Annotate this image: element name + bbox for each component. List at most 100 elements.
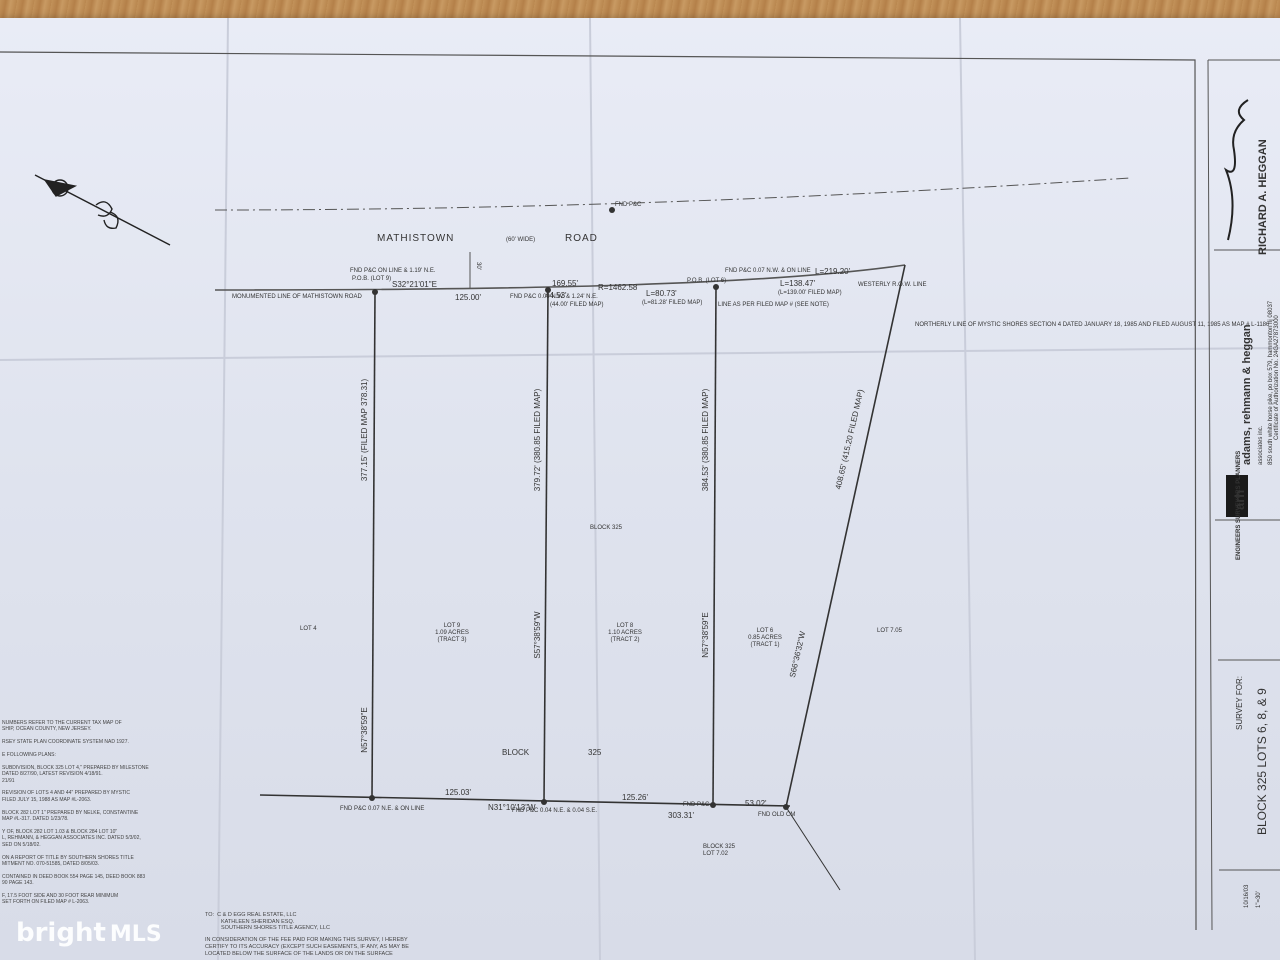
note-line: Y OF, BLOCK 282 LOT 1.03 & BLOCK 284 LOT… — [2, 828, 118, 835]
road-width-label: (60' WIDE) — [506, 237, 535, 243]
lot8-acres: 1.10 ACRES — [608, 630, 642, 636]
surveyor-name: RICHARD A. HEGGAN — [1257, 139, 1269, 255]
bearing-mid2: N57°38'59"E — [701, 612, 710, 657]
title-block — [1207, 59, 1280, 931]
to-label: TO: — [205, 912, 215, 918]
road-name-right: ROAD — [565, 233, 598, 244]
sheet-date: 10/16/03 — [1244, 884, 1250, 908]
lot6-acres: 0.85 ACRES — [748, 635, 782, 641]
arc-219: L=219.20' — [815, 267, 851, 276]
note-line: L, REHMANN, & HEGGAN ASSOCIATES INC. DAT… — [2, 835, 141, 842]
survey-notes: NUMBERS REFER TO THE CURRENT TAX MAP OF … — [2, 720, 162, 906]
note-line: SET FORTH ON FILED MAP # L-2063. — [2, 899, 90, 906]
lot6-tract: (TRACT 1) — [751, 642, 780, 648]
addressee-2: KATHLEEN SHERIDAN ESQ. — [221, 918, 295, 925]
note-line: F, 17.5 FOOT SIDE AND 30 FOOT REAR MINIM… — [2, 892, 119, 899]
note-line: ON A REPORT OF TITLE BY SOUTHERN SHORES … — [2, 854, 134, 861]
lot9-label: LOT 9 — [444, 623, 461, 629]
cert-line-3: LOCATED BELOW THE SURFACE OF THE LANDS O… — [205, 951, 393, 957]
cert-line-1: IN CONSIDERATION OF THE FEE PAID FOR MAK… — [205, 937, 408, 943]
fnd-bl-mid: FND P&C 0.04 N.E. & 0.04 S.E. — [512, 808, 597, 814]
note-line: RSEY STATE PLAN COORDINATE SYSTEM NAD 19… — [2, 739, 129, 746]
bottom-125-26: 125.26' — [622, 793, 648, 802]
monument-markers — [369, 207, 789, 810]
lot9-acres: 1.09 ACRES — [435, 630, 469, 636]
dist-169: 169.55' — [552, 279, 578, 288]
bottom-125-03: 125.03' — [445, 788, 471, 797]
block-top: BLOCK 325 — [590, 525, 623, 531]
road-name-left: MATHISTOWN — [377, 233, 454, 244]
note-line: SUBDIVISION, BLOCK 325 LOT 4," PREPARED … — [2, 764, 149, 771]
lot8-label: LOT 8 — [617, 623, 634, 629]
lot9-tract: (TRACT 3) — [438, 637, 467, 643]
fnd-top-label: FND P&C — [615, 202, 642, 208]
cert-line-2: CERTIFY TO ITS ACCURACY (EXCEPT SUCH EAS… — [205, 944, 409, 950]
pob-lot9: P.O.B. (LOT 9) — [352, 276, 391, 282]
fnd-on-line: FND P&C ON LINE & 1.19' N.E. — [350, 268, 436, 274]
signature-mark — [1223, 99, 1249, 241]
fnd-bl-left: FND P&C 0.07 N.E. & ON LINE — [340, 806, 424, 812]
parcel-boundaries — [259, 264, 906, 891]
dist-125: 125.00' — [455, 293, 481, 302]
lot6-west-dist: 384.53' (380.85 FILED MAP) — [701, 388, 710, 491]
west-side-dist: 377.15' (FILED MAP 378.31) — [360, 379, 369, 482]
block-bottom-b: 325 — [588, 748, 602, 757]
bottom-303: 303.31' — [668, 811, 694, 820]
note-line: E FOLLOWING PLANS: — [2, 752, 56, 759]
road-bearing: S32°21'01"E — [392, 280, 437, 289]
lot4-label: LOT 4 — [300, 626, 317, 632]
addressee-1: C & D EGG REAL ESTATE, LLC — [217, 912, 297, 918]
radius-label: R=1462.58 — [598, 283, 638, 292]
note-line: FILED JULY 15, 1988 AS MAP #L-2063. — [2, 796, 92, 803]
monumented-line-label: MONUMENTED LINE OF MATHISTOWN ROAD — [232, 294, 362, 300]
note-line: BLOCK 282 LOT 1" PREPARED BY NELKE, CONS… — [2, 809, 139, 816]
fnd-mid: FND P&C 0.09 N.W. & 1.24' N.E. — [510, 294, 598, 300]
row-width-label: 30' — [475, 262, 481, 270]
pob-lot6: P.O.B. (LOT 6) — [687, 278, 726, 284]
note-line: SED ON 5/18/02. — [2, 841, 41, 848]
lot9-east-dist: 379.72' (380.85 FILED MAP) — [533, 388, 542, 491]
block-bottom-a: BLOCK — [502, 748, 530, 757]
sheet-scale: 1"=30' — [1256, 891, 1262, 908]
arc-139-filed: (L=139.00' FILED MAP) — [778, 290, 842, 296]
dist-44: 44.53' — [545, 291, 567, 300]
note-line: MAP #L-317. DATED 1/23/78. — [2, 816, 69, 823]
bearing-east: S66°36'32"W — [788, 630, 807, 678]
note-line: 21/91 — [2, 777, 15, 784]
arh-logo-block — [1226, 475, 1248, 517]
lot8-tract: (TRACT 2) — [611, 637, 640, 643]
note-line: 90 PAGE 143. — [2, 880, 34, 887]
watermark-brand: bright — [16, 918, 106, 948]
lot702-block: BLOCK 325 — [703, 844, 736, 850]
road-lines — [214, 177, 1131, 291]
certification-text: IN CONSIDERATION OF THE FEE PAID FOR MAK… — [205, 937, 505, 958]
watermark-suffix: MLS — [109, 922, 162, 947]
arh-logo: arh — [1232, 490, 1247, 510]
lot702-lot: LOT 7.02 — [703, 851, 729, 857]
westerly-row: WESTERLY R.O.W. LINE — [858, 282, 926, 288]
bottom-bearing: N31°10'13"W — [488, 803, 536, 812]
note-line: REVISION OF LOTS 4 AND 44" PREPARED BY M… — [2, 790, 131, 797]
bearing-west: N57°38'59"E — [360, 707, 369, 752]
addressee-block: TO: C & D EGG REAL ESTATE, LLC KATHLEEN … — [205, 912, 405, 932]
fnd-bl-right: FND P&C — [683, 802, 710, 808]
bright-mls-watermark: bright MLS — [16, 918, 162, 948]
bottom-53: 53.02' — [745, 799, 767, 808]
fnd-right: FND P&C 0.07 N.W. & ON LINE — [725, 268, 811, 274]
arc-81-filed: (L=81.28' FILED MAP) — [642, 300, 702, 306]
paper-folds — [0, 17, 1280, 960]
note-line: NUMBERS REFER TO THE CURRENT TAX MAP OF — [2, 720, 122, 726]
note-line: DATED 8/27/90, LATEST REVISION 4/18/91. — [2, 771, 103, 778]
firm-name: adams, rehmann & heggan — [1241, 324, 1253, 465]
note-line: MITMENT NO. 070-51585, DATED 8/05/03. — [2, 860, 100, 867]
addressee-3: SOUTHERN SHORES TITLE AGENCY, LLC — [221, 925, 330, 931]
lot705-label: LOT 7.05 — [877, 628, 903, 634]
arc-138: L=138.47' — [780, 279, 816, 288]
disciplines: ENGINEERS SURVEYORS PLANNERS — [1236, 451, 1242, 560]
north-arrow-icon — [34, 174, 171, 246]
firm-sub: associates inc. — [1258, 425, 1264, 465]
sheet-border — [0, 51, 1197, 931]
east-side-dist: 408.65' (415.20 FILED MAP) — [834, 388, 866, 490]
line-per-filed: LINE AS PER FILED MAP # (SEE NOTE) — [718, 302, 829, 308]
